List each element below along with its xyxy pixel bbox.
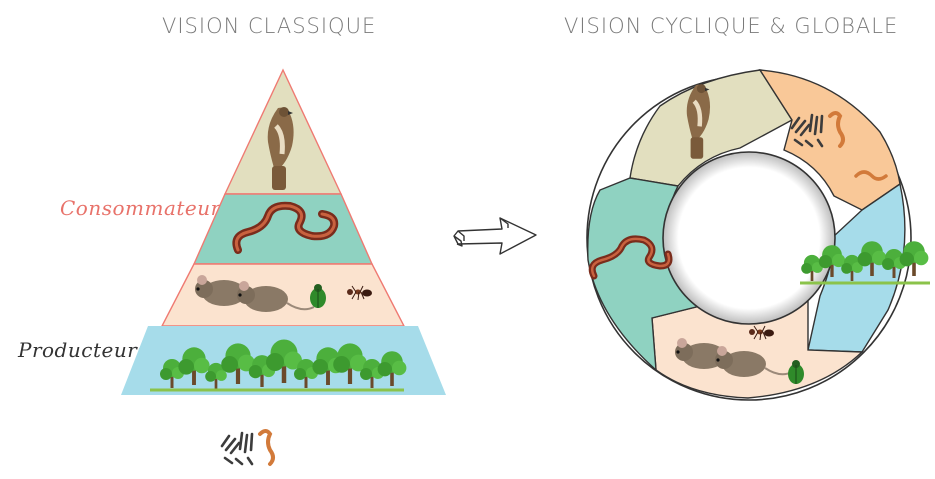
ring-center [662,151,836,325]
label-consumers: Consommateurs [60,196,232,220]
trees-icon [150,339,407,392]
segment-decomposers [758,69,901,211]
arrow-icon [453,217,537,255]
classic-pyramid [121,68,446,466]
title-classic-view: VISION CLASSIQUE [162,14,377,38]
trees-icon [800,241,930,285]
title-cyclic-view: VISION CYCLIQUE & GLOBALE [564,14,899,38]
decomposer-icon [220,429,275,466]
snake-icon [232,201,339,254]
segment-top-predator [629,69,793,187]
cyclic-ring [586,69,930,401]
worm-icon [854,170,888,181]
snake-icon [588,235,673,280]
label-producers: Producteurs [18,338,149,362]
